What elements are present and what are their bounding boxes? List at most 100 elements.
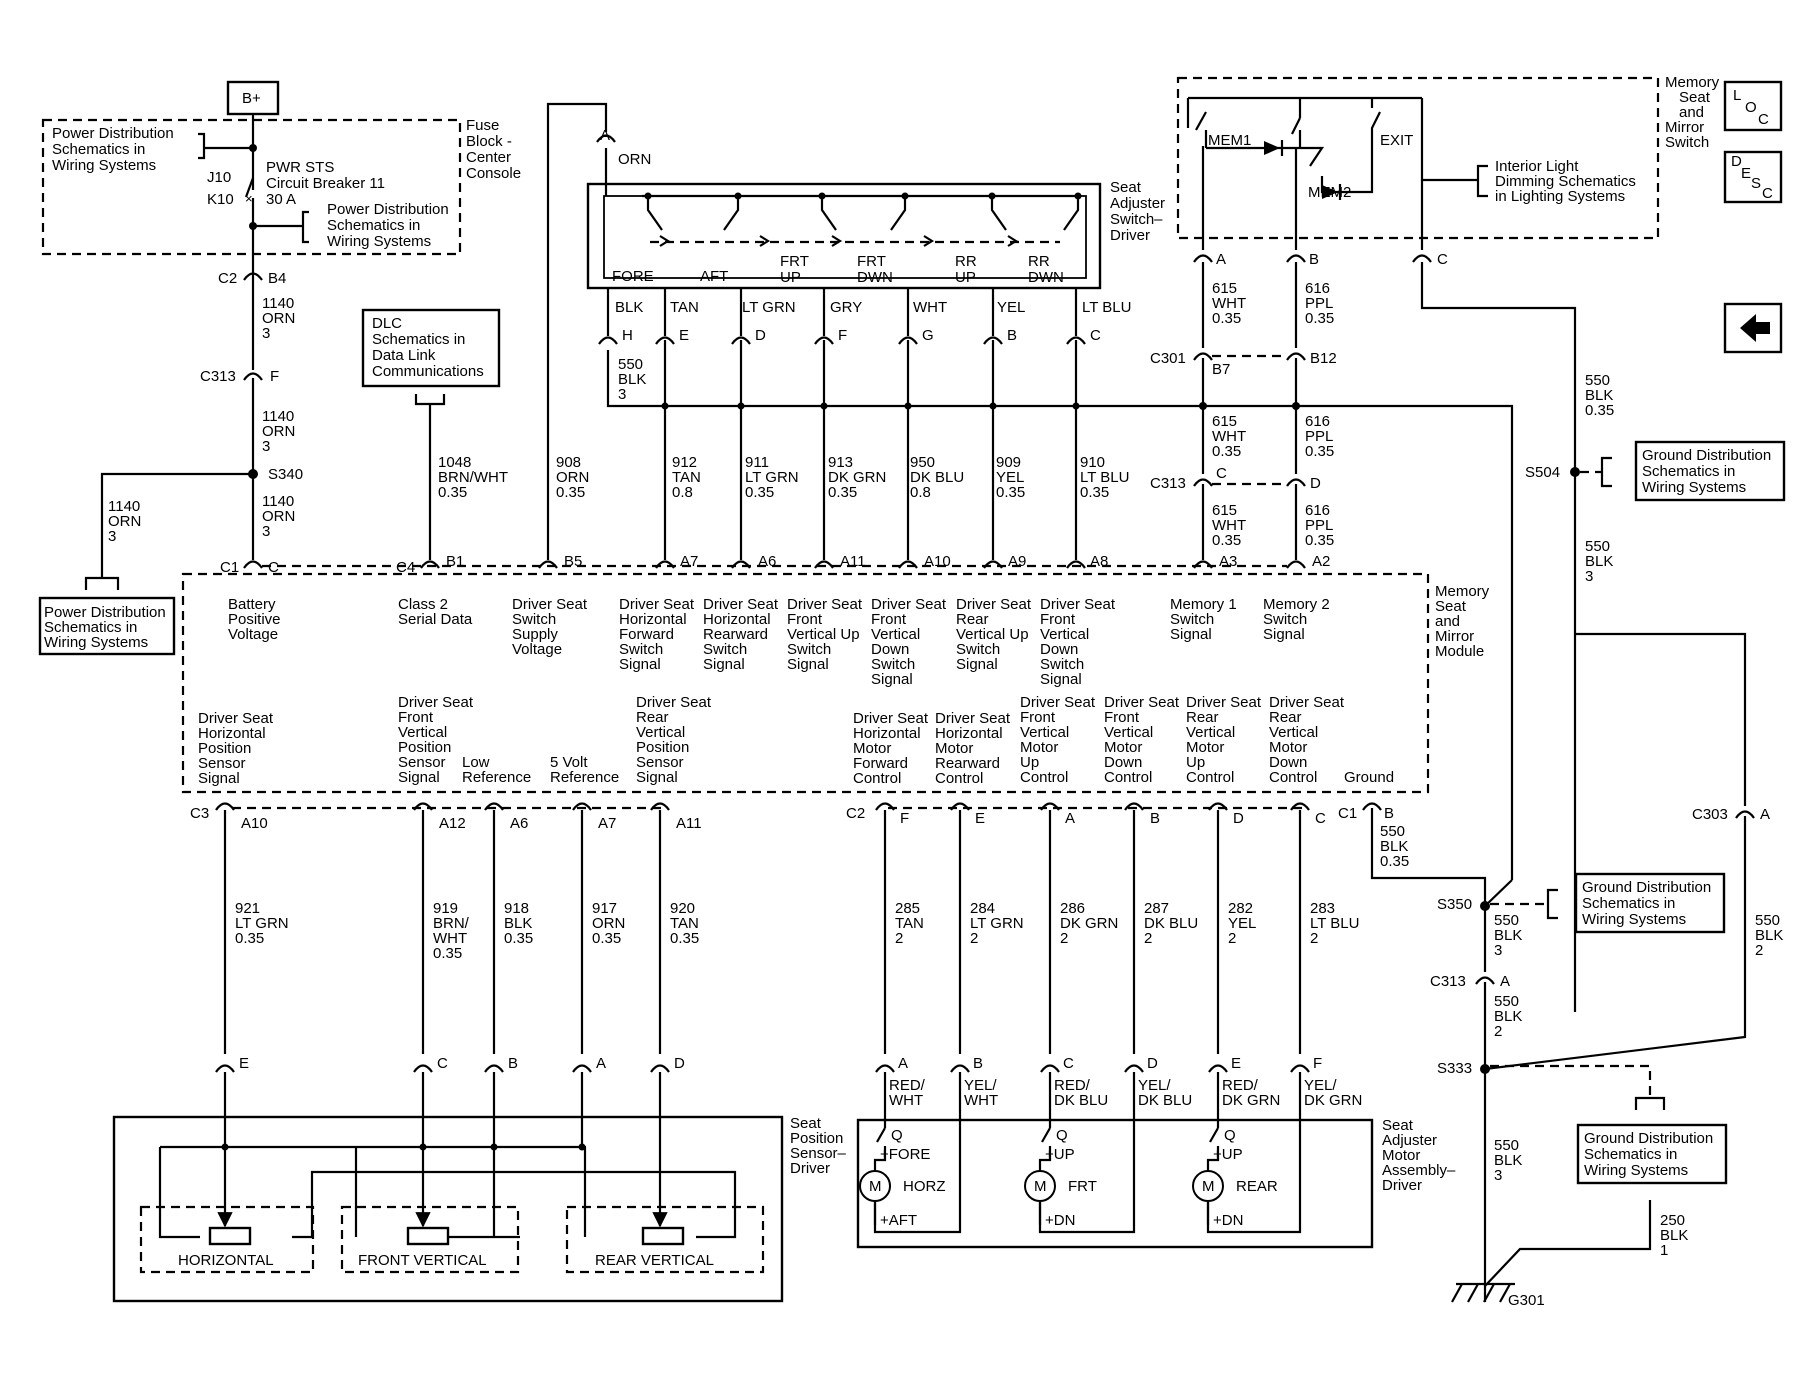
svg-text:A: A (1500, 973, 1510, 990)
svg-text:B: B (1309, 251, 1319, 268)
pd-ref-bottom: Power Distribution Schematics in Wiring … (44, 604, 170, 651)
switch-contact (759, 235, 771, 247)
desc-icon[interactable] (1723, 150, 1783, 204)
switch-color-gry: GRY (830, 299, 862, 316)
connector (650, 1064, 670, 1073)
connector (950, 1064, 970, 1073)
breaker-label: PWR STS Circuit Breaker 11 30 A (266, 159, 389, 208)
connector (420, 560, 440, 569)
connector (1124, 1064, 1144, 1073)
switch-color-ltgrn: LT GRN (742, 299, 796, 316)
module-pin: E (975, 810, 985, 827)
svg-text:Q: Q (891, 1127, 903, 1144)
bplus-label: B+ (242, 90, 261, 107)
motor-minus-label: +DN (1045, 1212, 1075, 1229)
connector (898, 560, 918, 569)
motor-plus-label: +FORE (880, 1146, 930, 1163)
module-pin: A7 (680, 553, 698, 570)
module-pin: A6 (510, 815, 528, 832)
motor-name: FRT (1068, 1178, 1097, 1195)
switch-blade (990, 196, 1007, 231)
s504-splice (1570, 467, 1580, 477)
wire-1140-c: 1140 ORN 3 (262, 493, 300, 540)
memory-switch: Memory Seat and Mirror Switch MEM1 MEM2 … (1150, 74, 1720, 1012)
sensor-pin: B (508, 1055, 518, 1072)
wire-550-top: 550 BLK 0.35 (1585, 372, 1618, 419)
connector (875, 1064, 895, 1073)
pd-ref-top: Power Distribution Schematics in Wiring … (52, 125, 178, 174)
svg-text:E: E (1741, 165, 1751, 182)
wire-1140-a: 1140 ORN 3 (262, 295, 300, 342)
wire-550-mid: 550 BLK 3 (1585, 538, 1618, 585)
module-pin: A2 (1312, 553, 1330, 570)
svg-text:DWN: DWN (1028, 269, 1064, 286)
wire-250: 250 BLK 1 (1660, 1212, 1693, 1259)
module-pin: B1 (446, 553, 464, 570)
fuse-block-outline (41, 118, 462, 256)
module-pin: F (900, 810, 909, 827)
motor-plus-label: +UP (1045, 1146, 1075, 1163)
wire-1140-b: 1140 ORN 3 (262, 408, 300, 455)
svg-text:L: L (1733, 87, 1741, 104)
sensor-pin: C (437, 1055, 448, 1072)
connector (1040, 802, 1060, 811)
motor-outline (856, 1118, 1374, 1249)
sensor-label: Seat Position Sensor– Driver (790, 1115, 850, 1177)
c313-mid-label: C313 (1150, 475, 1186, 492)
switch-pin: F (838, 327, 847, 344)
switch-pin: H (622, 327, 633, 344)
seat-adjuster-switch: A ORN Seat Adjuster Switch– Driver FORE … (546, 102, 1514, 880)
motor-color-label: RED/DK BLU (1054, 1077, 1108, 1109)
c-label: C (268, 559, 279, 576)
dlc-ref: DLC Schematics in Data Link Communicatio… (361, 308, 508, 560)
motor-name: HORZ (903, 1178, 946, 1195)
switch-contact (831, 235, 843, 247)
motor-minus-label: +DN (1213, 1212, 1243, 1229)
s340-label: S340 (268, 466, 303, 483)
connector (484, 802, 504, 811)
module-pin: A10 (924, 553, 951, 570)
wire-550-c313: 550 BLK 2 (1494, 993, 1527, 1040)
motor-plus-label: +UP (1213, 1146, 1243, 1163)
connector (1193, 560, 1213, 569)
connector (731, 336, 751, 345)
connector (1208, 1064, 1228, 1073)
module-pin: A9 (1008, 553, 1026, 570)
c301-label: C301 (1150, 350, 1186, 367)
switch-blade (820, 196, 837, 231)
j10-label: J10 (207, 169, 231, 186)
svg-text:C: C (1437, 251, 1448, 268)
dlc-label: DLC Schematics in Data Link Communicatio… (372, 315, 484, 380)
connector (215, 802, 235, 811)
wire-550-switch: 550 BLK 3 (618, 356, 651, 403)
svg-text:B7: B7 (1212, 361, 1230, 378)
motor-pin: A (898, 1055, 908, 1072)
rear-vertical-sensor (641, 1226, 685, 1246)
switch-blade (723, 196, 740, 231)
c1-label: C1 (220, 559, 239, 576)
switch-blade (890, 196, 907, 231)
connector (1362, 802, 1382, 811)
wire-550-s350: 550 BLK 3 (1494, 912, 1527, 959)
wire-616-c: 616 PPL 0.35 (1305, 502, 1337, 549)
svg-text:C: C (1762, 185, 1773, 202)
svg-text:AFT: AFT (700, 268, 728, 285)
motor-pin: D (1147, 1055, 1158, 1072)
switch-color-yel: YEL (997, 299, 1025, 316)
motor-return (1038, 1072, 1136, 1234)
switch-pin: E (679, 327, 689, 344)
loc-icon[interactable] (1723, 80, 1783, 132)
